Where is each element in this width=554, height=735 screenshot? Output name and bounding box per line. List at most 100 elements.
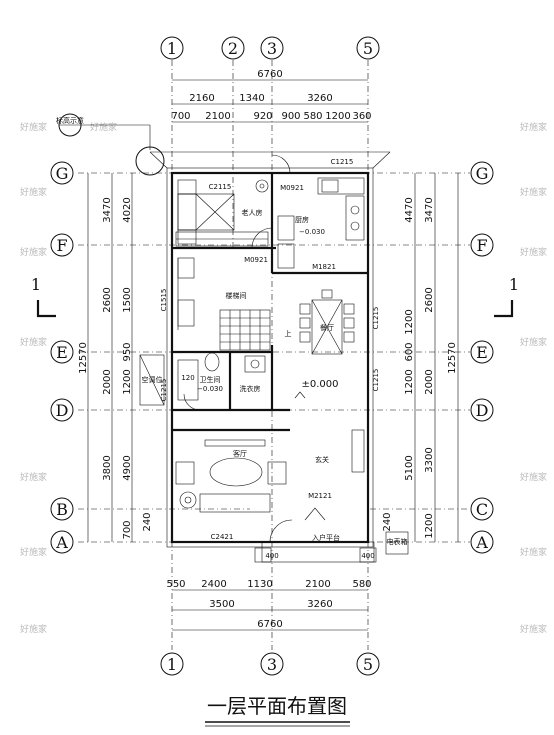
window-c2421: C2421 [211, 533, 234, 541]
section-marks: 1 1 [31, 275, 519, 318]
dim-right-240: 240 [382, 512, 393, 531]
dim-right-600: 600 [404, 342, 415, 361]
axis-label-d: D [476, 401, 489, 420]
axis-label-d: D [56, 401, 69, 420]
window-c1215-top: C1215 [331, 158, 354, 166]
dim-left-4020: 4020 [122, 197, 133, 222]
dim-top-3260: 3260 [307, 93, 332, 104]
watermark: 好施家 [20, 546, 47, 558]
axis-label-5: 5 [363, 655, 373, 674]
axis-label-c: C [476, 500, 488, 519]
dim-right-1200c: 1200 [424, 513, 435, 538]
ac-label: 空调位 [142, 375, 163, 384]
dim-bot-2100: 2100 [305, 579, 330, 590]
watermark: 好施家 [520, 623, 547, 635]
dim-top-360: 360 [352, 111, 371, 122]
elevation-symbol: 标高示意 [56, 113, 165, 176]
dim-bot-3500: 3500 [209, 599, 234, 610]
watermark: 好施家 [20, 471, 47, 483]
watermark: 好施家 [20, 623, 47, 635]
axis-label-g: G [476, 164, 489, 183]
door-m0921-top: M0921 [280, 184, 304, 192]
dim-left-4900: 4900 [122, 455, 133, 480]
room-dining: 餐厅 [320, 323, 334, 332]
axis-label-2: 2 [228, 39, 238, 58]
dim-bot-550: 550 [166, 579, 185, 590]
dim-left-total: 12570 [78, 342, 89, 374]
axis-label-f: F [56, 236, 67, 255]
window-c1215-l: C1215 [160, 379, 168, 402]
axis-label-a: A [475, 533, 488, 552]
dim-right-2600: 2600 [424, 287, 435, 312]
axis-label-1: 1 [167, 655, 177, 674]
dim-left-950: 950 [122, 342, 133, 361]
top-axis-bubbles: 1 2 3 5 [160, 36, 380, 60]
dim-bot-total: 6760 [257, 619, 282, 630]
dim-left-240: 240 [142, 512, 153, 531]
dim-bot-580: 580 [352, 579, 371, 590]
right-dimensions: 4470 1200 600 1200 5100 3470 2600 2000 3… [382, 173, 459, 542]
dim-top-1340: 1340 [239, 93, 264, 104]
dim-right-5100: 5100 [404, 455, 415, 480]
shoe-cabinet-icon [351, 429, 365, 473]
door-swings [183, 154, 293, 543]
interior-walls [172, 173, 368, 432]
window-c1215-r1: C1215 [372, 307, 380, 330]
right-axis-bubbles: G F E D C A [470, 161, 494, 554]
watermark: 好施家 [520, 336, 547, 348]
axis-label-g: G [56, 164, 69, 183]
kitchen-counter [277, 177, 365, 269]
ac-unit-icon: 空调位 [139, 354, 165, 406]
dim-left-2000: 2000 [102, 369, 113, 394]
axis-label-5: 5 [363, 39, 373, 58]
axis-label-1: 1 [167, 39, 177, 58]
dim-top-900: 900 [281, 111, 300, 122]
axis-label-3: 3 [267, 39, 277, 58]
kitchen-elevation: −0.030 [299, 228, 325, 236]
dim-top-920: 920 [253, 111, 272, 122]
dim-top-1200: 1200 [325, 111, 350, 122]
dim-right-1200b: 1200 [404, 369, 415, 394]
window-c1215-r2: C1215 [372, 369, 380, 392]
meter-box-label: 电表箱 [387, 537, 408, 546]
plan-title: 一层平面布置图 [207, 694, 347, 718]
dim-left-1200: 1200 [122, 369, 133, 394]
dim-bot-1130: 1130 [247, 579, 272, 590]
room-bath: 卫生间 [200, 375, 221, 384]
watermark: 好施家 [90, 121, 117, 133]
watermark: 好施家 [520, 546, 547, 558]
axis-label-b: B [56, 500, 68, 519]
dim-left-1500: 1500 [122, 287, 133, 312]
room-kitchen: 厨房 [295, 215, 309, 224]
dim-top-700: 700 [171, 111, 190, 122]
axis-label-a: A [55, 533, 68, 552]
plant-icon [255, 179, 269, 193]
watermark: 好施家 [520, 186, 547, 198]
dim-top-total: 6760 [257, 69, 282, 80]
meter-box-icon: 电表箱 [385, 531, 409, 555]
watermark: 好施家 [20, 121, 47, 133]
dim-top-2160: 2160 [189, 93, 214, 104]
dining-table-icon [299, 289, 355, 355]
watermark: 好施家 [520, 121, 547, 133]
room-foyer: 玄关 [315, 455, 329, 464]
axis-label-3: 3 [267, 655, 277, 674]
dim-bot-3260: 3260 [307, 599, 332, 610]
room-laundry: 洗衣房 [240, 384, 261, 393]
dim-right-3300: 3300 [424, 447, 435, 472]
floor-elevation: ±0.000 [301, 379, 338, 390]
dim-left-3800: 3800 [102, 455, 113, 480]
drawing-title: 一层平面布置图 [205, 694, 350, 727]
elevation-symbol-label: 标高示意 [56, 116, 84, 125]
dim-right-3470: 3470 [424, 197, 435, 222]
room-bedroom: 老人房 [242, 208, 263, 217]
bottom-axis-bubbles: 1 3 5 [160, 652, 380, 676]
left-axis-bubbles: G F E D B A [50, 161, 74, 554]
dim-400a: 400 [265, 552, 278, 560]
dim-bot-2400: 2400 [201, 579, 226, 590]
dim-left-700: 700 [122, 520, 133, 539]
door-m1821: M1821 [312, 263, 336, 271]
dim-right-1200: 1200 [404, 309, 415, 334]
